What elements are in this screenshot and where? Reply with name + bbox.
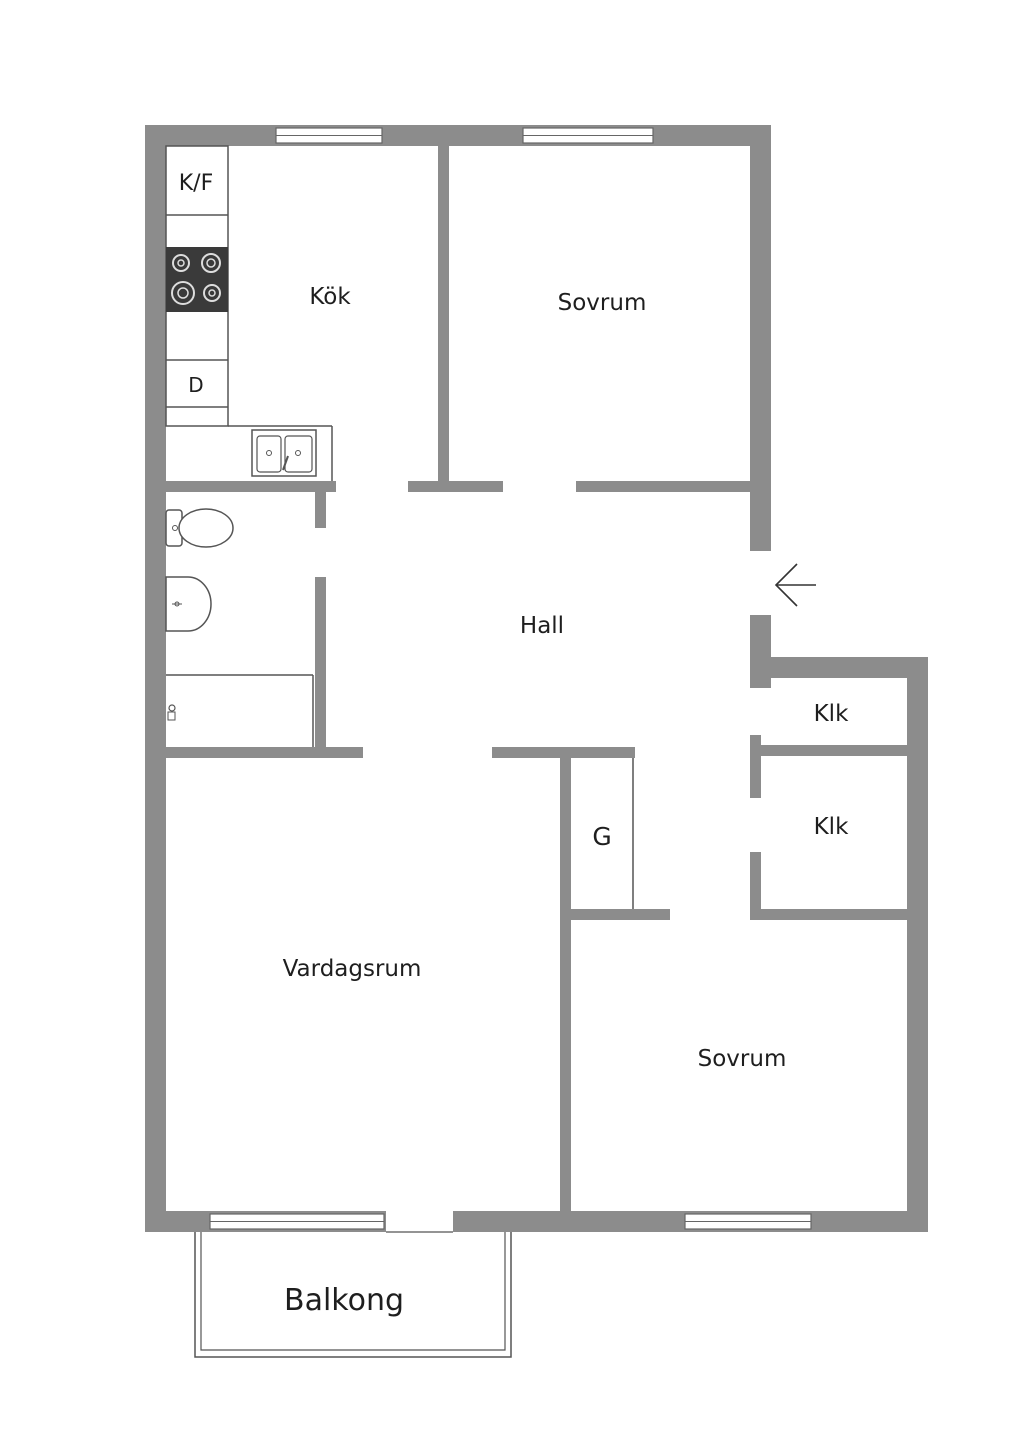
- wall-top: [145, 125, 771, 146]
- washbasin-icon: [165, 576, 212, 632]
- window-living-room: [209, 1213, 385, 1230]
- interior-walls: [166, 146, 907, 1212]
- wall-right-lower: [907, 657, 928, 1232]
- wall-wardrobe-bottom: [571, 909, 670, 920]
- window-bedroom-top: [522, 127, 654, 144]
- wall-closet-lower-west: [750, 852, 761, 920]
- room-label-living-room: Vardagsrum: [283, 956, 422, 982]
- wall-step: [750, 657, 928, 678]
- room-label-kitchen: Kök: [309, 284, 351, 310]
- room-label-closet-lower: Klk: [814, 814, 849, 840]
- kitchen-fixtures: K/F D: [165, 145, 333, 481]
- wall-bedroom-hall: [576, 481, 750, 492]
- wall-bath-living: [166, 747, 363, 758]
- dishwasher-label: D: [188, 373, 203, 397]
- room-label-balcony: Balkong: [284, 1283, 404, 1318]
- balcony: [194, 1231, 512, 1358]
- wall-bath-stub: [315, 481, 326, 528]
- wall-closet-bedroom: [750, 909, 907, 920]
- window-kitchen: [275, 127, 383, 144]
- arrow-left-icon: [774, 563, 816, 607]
- wall-kitchen-hall-right: [408, 481, 503, 492]
- room-label-wardrobe: G: [592, 822, 611, 851]
- wall-kitchen-bedroom: [438, 146, 449, 491]
- wall-left: [145, 125, 166, 1232]
- windows: [209, 127, 812, 1230]
- fridge-freezer-label: K/F: [179, 171, 214, 196]
- shower-icon: [166, 674, 314, 747]
- room-label-bedroom-bottom: Sovrum: [698, 1046, 787, 1072]
- wall-right-upper: [750, 125, 771, 551]
- wall-bath-east: [315, 577, 326, 758]
- wall-kitchen-bath: [166, 481, 336, 492]
- wall-closet-divider: [761, 745, 907, 756]
- room-label-closet-upper: Klk: [814, 701, 849, 727]
- wall-closets-stub: [750, 735, 761, 798]
- wall-living-bedroom: [560, 747, 571, 1212]
- room-label-hall: Hall: [520, 613, 564, 639]
- sink-icon: [251, 429, 317, 477]
- exterior-walls: [145, 125, 928, 1232]
- stove-icon: [166, 247, 228, 312]
- bathroom-fixtures: [165, 508, 314, 747]
- toilet-icon: [165, 508, 234, 548]
- room-label-bedroom-top: Sovrum: [558, 290, 647, 316]
- window-bedroom-bottom: [684, 1213, 812, 1230]
